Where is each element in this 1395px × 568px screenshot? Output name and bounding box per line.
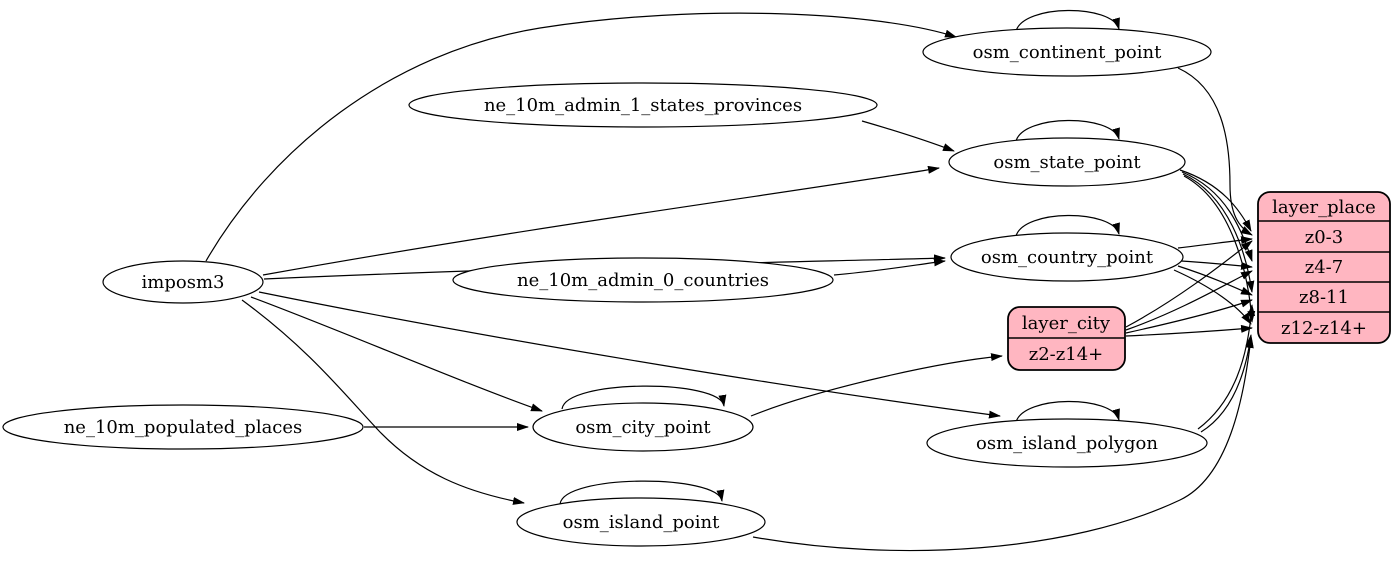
ne-10m-populated-places-shape [2, 404, 364, 450]
node-layer-city: layer_city z2-z14+ [1007, 306, 1126, 371]
node-osm-city-point: osm_city_point [532, 402, 754, 452]
osm-island-polygon-label: osm_island_polygon [976, 433, 1158, 454]
edge-osm-country-point-to-layer-place-z8-11 [1177, 265, 1253, 296]
layer-place-shape [1257, 191, 1391, 344]
ne-10m-admin-1-states-provinces-label: ne_10m_admin_1_states_provinces [484, 95, 802, 116]
selfloop-osm-island-point [559, 480, 725, 505]
edge-osm-state-point-to-layer-place-z4-7 [1181, 171, 1253, 262]
layer-place-row-z12-z14: z12-z14+ [1281, 318, 1367, 339]
node-osm-state-point: osm_state_point [948, 137, 1186, 187]
edge-layer-city-to-layer-place-z4-7 [1125, 270, 1253, 331]
edge-osm-country-point-to-layer-place-z0-3 [1177, 236, 1253, 249]
node-ne-10m-populated-places: ne_10m_populated_places [2, 404, 364, 450]
layer-place-row-z0-3: z0-3 [1305, 227, 1343, 248]
edge-ne-10m-admin-1-states-provinces-to-osm-state-point [861, 120, 955, 152]
osm-state-point-label: osm_state_point [993, 152, 1141, 173]
osm-island-polygon-shape [926, 418, 1208, 468]
osm-island-point-label: osm_island_point [563, 512, 720, 533]
osm-city-point-shape [532, 402, 754, 452]
node-osm-continent-point: osm_continent_point [922, 27, 1212, 77]
ne-10m-admin-1-states-provinces-shape [408, 82, 878, 128]
osm-island-point-shape [516, 497, 766, 547]
node-ne-10m-admin-0-countries: ne_10m_admin_0_countries [452, 257, 834, 303]
layer-place-title: layer_place [1272, 197, 1376, 218]
node-layer-place: layer_place z0-3 z4-7 z8-11 z12-z14+ [1257, 191, 1391, 344]
ne-10m-admin-0-countries-label: ne_10m_admin_0_countries [517, 270, 769, 291]
node-imposm3: imposm3 [102, 260, 264, 304]
imposm3-shape [102, 260, 264, 304]
node-osm-island-polygon: osm_island_polygon [926, 418, 1208, 468]
ne-10m-admin-0-countries-shape [452, 257, 834, 303]
selfloop-osm-city-point [561, 385, 727, 410]
selfloop-osm-state-point [1015, 119, 1120, 142]
edge-layer-city-to-layer-place-z12 [1125, 324, 1253, 337]
edge-osm-continent-point-to-layer-place-z0-3 [1177, 67, 1253, 236]
edge-imposm3-to-osm-city-point [250, 296, 543, 412]
node-ne-10m-admin-1-states-provinces: ne_10m_admin_1_states_provinces [408, 82, 878, 128]
selfloop-osm-country-point [1015, 214, 1120, 237]
edge-imposm3-to-osm-island-point [241, 299, 525, 505]
selfloop-osm-island-polygon [1015, 400, 1120, 423]
selfloop-osm-continent-point [1015, 9, 1120, 32]
node-osm-island-point: osm_island_point [516, 497, 766, 547]
layer-city-title: layer_city [1022, 313, 1111, 334]
layer-city-row-z2: z2-z14+ [1029, 344, 1104, 365]
osm-country-point-shape [950, 232, 1184, 282]
edge-osm-island-polygon-to-layer-place-z12 [1200, 334, 1254, 433]
imposm3-label: imposm3 [142, 272, 225, 293]
osm-continent-point-shape [922, 27, 1212, 77]
layer-place-row-z8-11: z8-11 [1299, 287, 1349, 308]
osm-continent-point-label: osm_continent_point [973, 42, 1162, 63]
edge-imposm3-to-osm-island-polygon [258, 291, 1001, 419]
osm-city-point-label: osm_city_point [575, 417, 711, 438]
edge-layer-city-to-layer-place-z8-11 [1125, 299, 1253, 334]
node-osm-country-point: osm_country_point [950, 232, 1184, 282]
edge-ne-10m-admin-0-countries-to-osm-country-point [833, 258, 946, 276]
ne-10m-populated-places-label: ne_10m_populated_places [64, 417, 303, 438]
layer-place-row-z4-7: z4-7 [1305, 257, 1343, 278]
edge-osm-state-point-to-layer-place-z0-3 [1179, 169, 1252, 232]
edge-osm-island-point-to-layer-place-z12 [752, 336, 1254, 552]
edge-imposm3-to-osm-state-point [262, 165, 940, 276]
node-layer: imposm3 ne_10m_admin_1_states_provinces … [2, 27, 1391, 547]
edge-osm-state-point-to-layer-place-z12 [1183, 175, 1256, 323]
edge-osm-state-point-to-layer-place-z8-11 [1182, 173, 1255, 293]
edge-osm-city-point-to-layer-city-z2 [750, 353, 1003, 417]
edge-layer [205, 9, 1256, 552]
edge-imposm3-to-osm-continent-point [205, 12, 957, 262]
edge-osm-country-point-to-layer-place-z12 [1173, 269, 1252, 325]
osm-country-point-label: osm_country_point [981, 247, 1154, 268]
osm-state-point-shape [948, 137, 1186, 187]
